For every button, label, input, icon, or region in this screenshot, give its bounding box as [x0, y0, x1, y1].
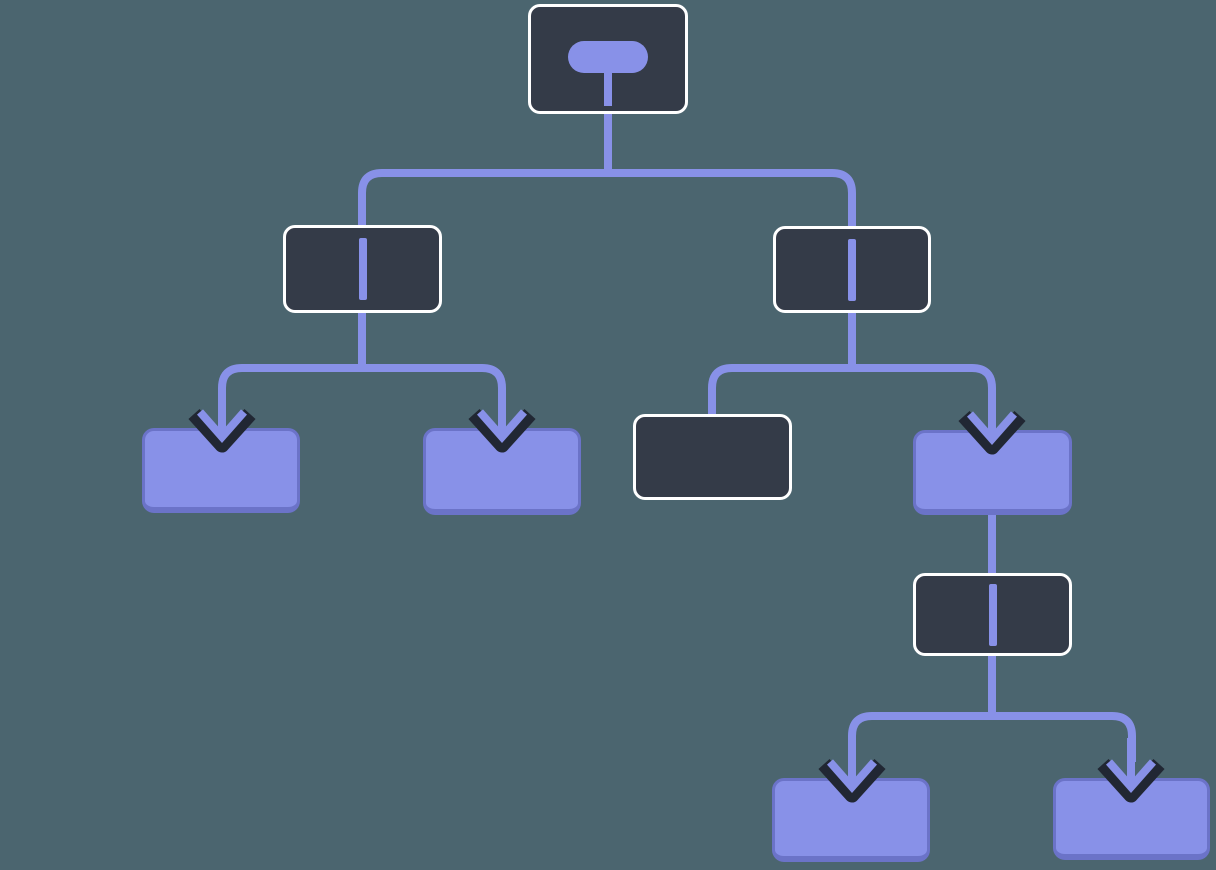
branch-node-left[interactable]	[283, 225, 442, 313]
branch-node-lower[interactable]	[913, 573, 1072, 656]
leaf-node-4[interactable]	[772, 778, 930, 862]
toggle-pill-stem	[604, 73, 612, 106]
branch-node-right[interactable]	[773, 226, 931, 313]
plain-dark-node[interactable]	[633, 414, 792, 500]
leaf-node-2[interactable]	[423, 428, 581, 515]
edge-left-bracket	[218, 364, 506, 412]
toggle-pill-shape	[568, 41, 648, 73]
leaf-node-5[interactable]	[1053, 778, 1210, 860]
edge-root-bracket	[358, 169, 856, 231]
divider-line-icon	[988, 583, 997, 646]
toggle-pill-icon	[568, 41, 648, 106]
divider-line-icon	[358, 238, 367, 300]
leaf-node-3[interactable]	[913, 430, 1072, 515]
root-node[interactable]	[528, 4, 688, 114]
edge-right-bracket	[708, 364, 996, 419]
divider-line-icon	[848, 238, 856, 301]
leaf-node-1[interactable]	[142, 428, 300, 513]
edge-lower-bracket	[848, 712, 1136, 762]
